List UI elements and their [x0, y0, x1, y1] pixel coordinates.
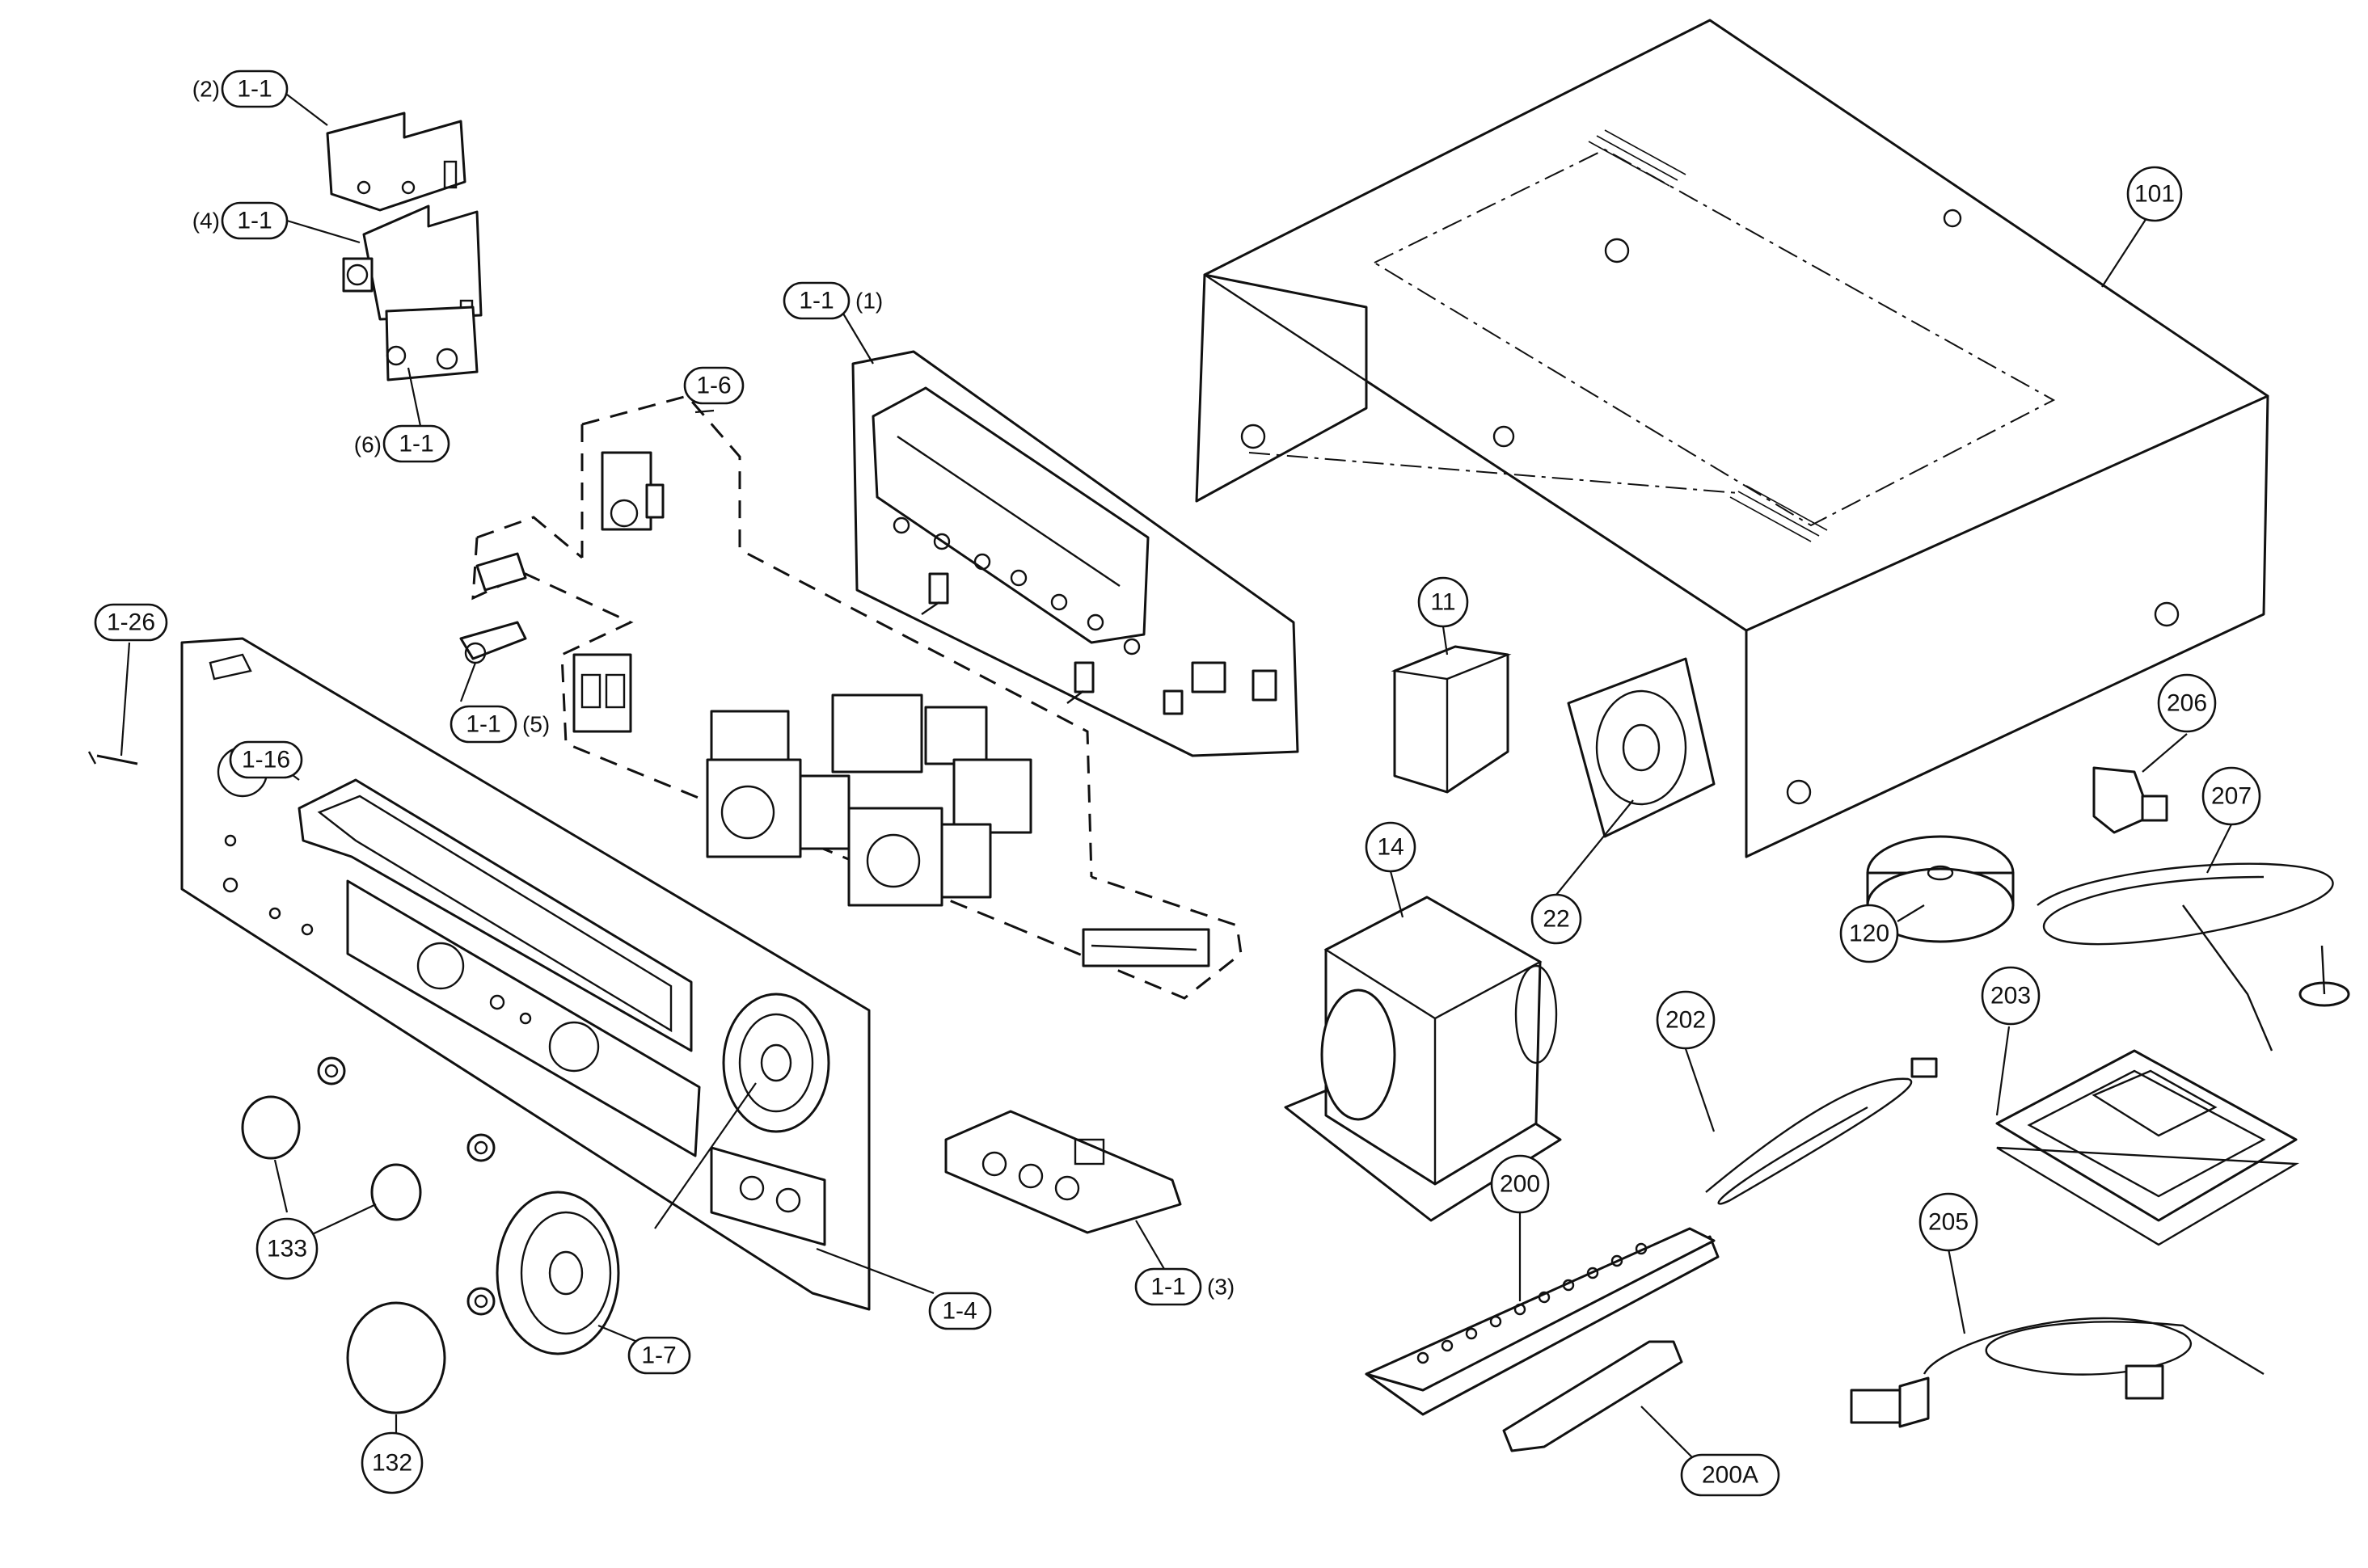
callout-133: 133 [255, 1217, 319, 1280]
callout-120: 120 [1839, 904, 1899, 963]
callout-11: 11 [1417, 576, 1469, 628]
callout-1-16: 1-16 [229, 740, 303, 779]
callout-200a: 200A [1680, 1453, 1780, 1497]
callout-1-1-2: (2) 1-1 [192, 70, 289, 108]
svg-text:200A: 200A [1702, 1462, 1758, 1489]
svg-text:(4): (4) [192, 209, 220, 234]
cooling-fan-22 [1567, 657, 1716, 838]
svg-text:(5): (5) [522, 712, 550, 737]
am-loop-antenna-203 [1995, 1049, 2300, 1246]
svg-text:1-1: 1-1 [799, 288, 834, 314]
callout-202: 202 [1656, 990, 1716, 1050]
svg-text:1-6: 1-6 [696, 373, 731, 399]
svg-text:206: 206 [2167, 690, 2207, 717]
am-connector-206 [2092, 766, 2168, 834]
callout-203: 203 [1981, 966, 2041, 1026]
power-cord-205 [1850, 1317, 2265, 1428]
svg-text:200: 200 [1500, 1171, 1540, 1198]
push-switch-array [706, 693, 1210, 967]
pcb-assembly-1-1-6 [385, 306, 479, 381]
svg-text:1-1: 1-1 [237, 76, 272, 103]
svg-text:205: 205 [1928, 1209, 1969, 1236]
callout-205: 205 [1918, 1192, 1978, 1252]
svg-text:132: 132 [372, 1450, 412, 1477]
callout-1-1-6: (6) 1-1 [354, 424, 450, 463]
fuse-holder-11 [1391, 645, 1512, 794]
svg-text:(3): (3) [1207, 1275, 1235, 1300]
svg-text:1-1: 1-1 [237, 208, 272, 234]
callout-1-4: 1-4 [928, 1292, 992, 1330]
svg-text:202: 202 [1665, 1007, 1706, 1034]
svg-text:1-1: 1-1 [1150, 1274, 1185, 1300]
knob-133 [241, 1095, 422, 1221]
callout-1-26: 1-26 [94, 603, 168, 642]
callout-22: 22 [1530, 893, 1582, 945]
switch-group-1-6 [459, 394, 1243, 1000]
audio-cable-202 [1705, 1057, 1938, 1205]
svg-text:101: 101 [2134, 181, 2175, 208]
svg-text:(2): (2) [192, 77, 220, 102]
pcb-assembly-1-1-3 [944, 1110, 1182, 1234]
svg-text:1-7: 1-7 [641, 1342, 676, 1369]
svg-text:133: 133 [267, 1236, 307, 1262]
callout-207: 207 [2201, 766, 2261, 826]
knob-nuts [317, 1056, 496, 1316]
fm-antenna-207 [2037, 862, 2350, 1052]
knob-1-7 [496, 1191, 620, 1355]
svg-text:(6): (6) [354, 432, 382, 457]
svg-text:1-26: 1-26 [107, 609, 155, 636]
callout-1-1-5: 1-1 (5) [450, 705, 550, 744]
front-panel [180, 637, 871, 1311]
top-cover-part-101 [1195, 19, 2269, 858]
callout-206: 206 [2157, 673, 2217, 733]
callout-101: 101 [2126, 166, 2183, 222]
svg-text:11: 11 [1430, 589, 1455, 616]
knob-132 [346, 1301, 446, 1414]
callout-1-6: 1-6 [683, 366, 745, 405]
callout-14: 14 [1365, 821, 1416, 873]
svg-text:1-4: 1-4 [942, 1298, 977, 1325]
svg-text:1-1: 1-1 [399, 431, 433, 457]
main-pcb-1-1-1 [851, 350, 1299, 757]
svg-text:1-1: 1-1 [466, 711, 500, 738]
pcb-assembly-1-1-4 [342, 204, 483, 325]
svg-text:207: 207 [2211, 783, 2252, 810]
battery-cover-200a [1502, 1340, 1683, 1452]
screw-1-26 [87, 751, 138, 765]
foot-120 [1866, 835, 2015, 943]
pcb-assembly-1-1-2 [326, 112, 466, 212]
svg-text:14: 14 [1377, 834, 1403, 861]
jog-dial-1-4 [710, 993, 830, 1246]
callout-200: 200 [1490, 1154, 1550, 1214]
svg-text:(1): (1) [855, 289, 883, 314]
callout-1-1-3: 1-1 (3) [1134, 1267, 1235, 1306]
svg-text:203: 203 [1990, 983, 2031, 1010]
svg-text:22: 22 [1543, 906, 1569, 933]
callout-1-1-1: 1-1 (1) [783, 281, 883, 320]
callout-1-1-4: (4) 1-1 [192, 201, 289, 240]
callout-1-7: 1-7 [627, 1336, 691, 1375]
svg-text:120: 120 [1849, 921, 1889, 947]
remote-control-200 [1365, 1227, 1720, 1416]
svg-text:1-16: 1-16 [242, 747, 290, 773]
callout-132: 132 [361, 1431, 424, 1494]
